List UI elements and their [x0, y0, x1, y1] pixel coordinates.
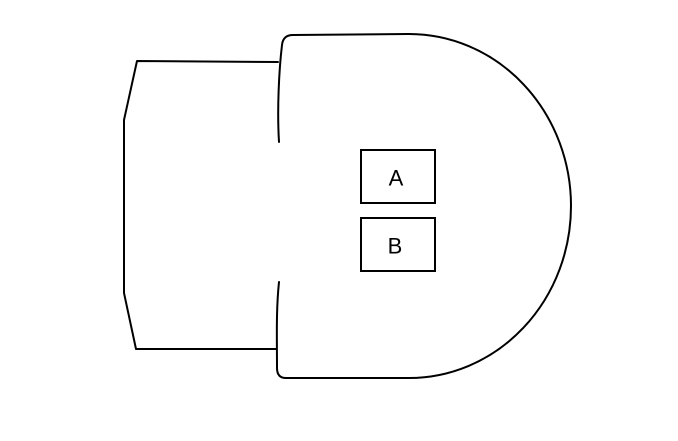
terminal-b-box [360, 217, 436, 272]
terminal-a: A [360, 149, 436, 204]
terminal-a-label: A [389, 166, 404, 191]
connector-front-section [275, 33, 572, 379]
terminal-a-box [360, 149, 436, 204]
terminal-b-label: B [388, 234, 403, 259]
connector-rear-section [123, 60, 279, 350]
terminal-b: B [360, 217, 436, 272]
